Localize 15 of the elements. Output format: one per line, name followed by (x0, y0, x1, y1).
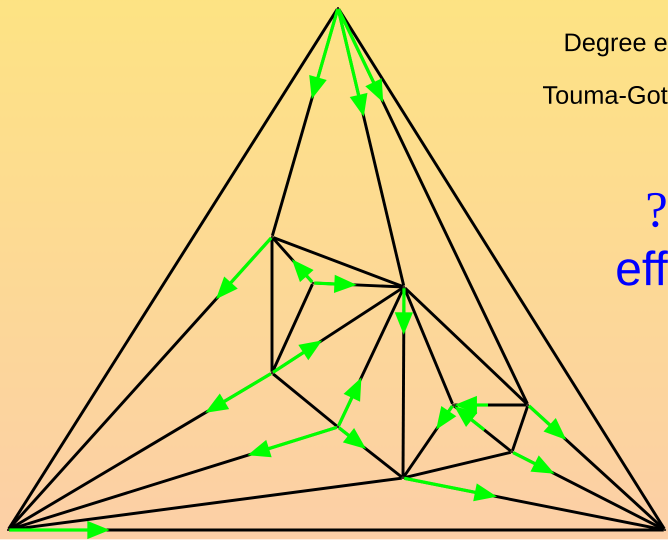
graph-edge (337, 8, 666, 530)
graph-edge (272, 372, 338, 428)
graph-edge (7, 8, 339, 530)
slide-question: ? (648, 192, 666, 228)
graph-edge (272, 236, 404, 288)
graph-edge (9, 476, 402, 532)
graph-edge (270, 238, 274, 372)
graph-edge (403, 288, 454, 404)
slide-heading: Touma-Got (543, 86, 668, 104)
slide-heading: eff (617, 250, 668, 286)
graph-edge (511, 406, 529, 452)
graph-edge (271, 284, 314, 372)
graph-edge (404, 286, 528, 406)
graph-edge (404, 450, 512, 480)
slide-heading: Degree e (566, 34, 667, 56)
